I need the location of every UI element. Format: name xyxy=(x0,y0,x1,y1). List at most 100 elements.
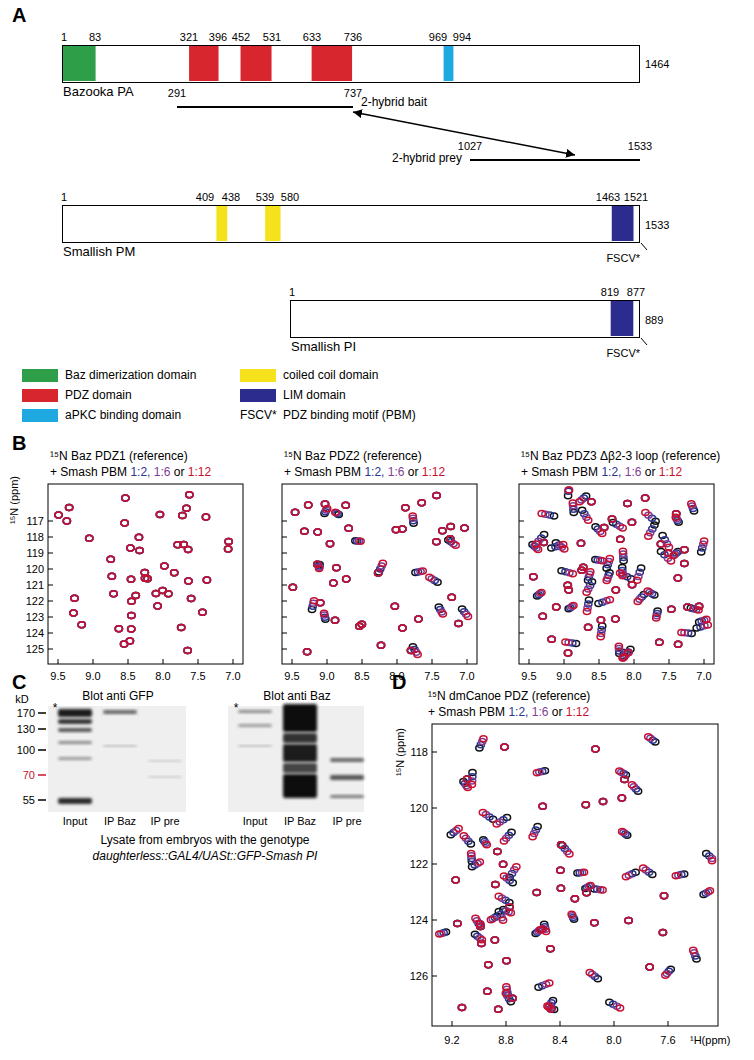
fragment-line xyxy=(470,155,640,165)
nmr-peak xyxy=(188,596,195,602)
nmr-peak xyxy=(86,535,93,541)
nmr-peak xyxy=(78,622,85,628)
figure-label: 118 xyxy=(26,531,44,544)
domain-block xyxy=(312,46,352,81)
nmr-spectrum xyxy=(282,484,477,664)
nmr-peak xyxy=(127,576,134,582)
titration-ratio: + Smash PBM xyxy=(428,705,505,719)
titration-ratio: 1:6 xyxy=(532,705,549,719)
figure-label: 122 xyxy=(26,595,44,608)
axis-tick xyxy=(58,659,59,664)
nmr-peak xyxy=(225,538,232,544)
fragment-label: 1027 xyxy=(458,140,482,153)
nmr-peak xyxy=(326,541,333,547)
nmr-peak xyxy=(628,519,635,525)
titration-ratio: 1:2, xyxy=(130,465,150,479)
nmr-peak xyxy=(500,838,507,844)
nmr-peak xyxy=(107,556,114,562)
nmr-peak xyxy=(203,577,210,583)
nmr-peak xyxy=(585,624,592,630)
nmr-peak xyxy=(483,842,490,848)
nmr-peak xyxy=(548,636,555,642)
nmr-peak xyxy=(448,594,455,600)
nmr-peak xyxy=(303,649,310,655)
axis-tick xyxy=(48,649,53,650)
nmr-peak xyxy=(560,541,567,547)
nmr-peak xyxy=(399,625,406,631)
nmr-peak xyxy=(156,511,163,517)
nmr-peak xyxy=(188,596,195,602)
blot-band xyxy=(148,760,182,762)
nmr-peak xyxy=(553,604,560,610)
nmr-peak xyxy=(391,603,398,609)
nmr-peak xyxy=(495,1006,502,1012)
nmr-peak xyxy=(509,995,516,1001)
nmr-peak xyxy=(439,611,446,617)
axis-tick xyxy=(564,659,565,664)
nmr-peak xyxy=(448,594,455,600)
nmr-peak xyxy=(599,798,606,804)
figure-label: 8.4 xyxy=(552,1034,567,1047)
nmr-peak xyxy=(132,593,139,599)
nmr-peak xyxy=(606,597,613,603)
nmr-peak xyxy=(128,598,135,604)
figure-label: 7.0 xyxy=(459,670,474,683)
titration-ratio: 1:6 xyxy=(388,465,405,479)
panel-letter: A xyxy=(12,4,26,27)
figure-label: 83 xyxy=(89,31,101,44)
nmr-peak xyxy=(174,542,181,548)
nmr-peak xyxy=(538,510,545,516)
nmr-peak xyxy=(402,505,409,511)
nmr-peak xyxy=(582,802,589,808)
nmr-peak xyxy=(558,842,565,848)
nmr-peak xyxy=(171,570,178,576)
figure-label: 9.5 xyxy=(50,670,65,683)
titration-ratio: 1:12 xyxy=(659,465,682,479)
nmr-peak xyxy=(587,569,594,575)
nmr-peak xyxy=(586,970,593,976)
fragment-label: 2-hybrid prey xyxy=(392,152,462,166)
nmr-peak xyxy=(161,563,168,569)
nmr-peak xyxy=(447,536,454,542)
figure-label: 9.0 xyxy=(85,670,100,683)
nmr-peak xyxy=(476,921,483,927)
nmr-peak xyxy=(618,795,625,801)
axis-tick xyxy=(93,659,94,664)
nmr-peak xyxy=(179,513,186,519)
nmr-peak xyxy=(127,545,134,551)
nmr-peak xyxy=(653,615,660,621)
nmr-peak xyxy=(568,911,575,917)
nmr-peak xyxy=(71,595,78,601)
nmr-peak xyxy=(399,625,406,631)
nmr-peak xyxy=(115,626,122,632)
nmr-peak xyxy=(326,541,333,547)
blot-band xyxy=(103,745,137,747)
nmr-peak xyxy=(333,565,340,571)
nmr-peak xyxy=(115,626,122,632)
nmr-peak xyxy=(616,768,623,774)
titration-ratio: 1:2, xyxy=(364,465,384,479)
nmr-peak xyxy=(159,588,166,594)
figure-label: 100 xyxy=(17,744,35,757)
nmr-peak xyxy=(291,509,298,515)
nmr-peak xyxy=(448,594,455,600)
nmr-peak xyxy=(154,603,161,609)
nmr-peak xyxy=(377,642,384,648)
nmr-peak xyxy=(503,958,510,964)
figure-label: 7.5 xyxy=(661,670,676,683)
figure-label: 117 xyxy=(26,515,44,528)
axis-tick xyxy=(282,585,287,586)
nmr-peak xyxy=(485,962,492,968)
nmr-peak xyxy=(343,576,350,582)
nmr-peak xyxy=(564,650,571,656)
nmr-peak xyxy=(591,920,598,926)
figure-label: 120 xyxy=(26,563,44,576)
axis-tick xyxy=(432,976,437,977)
nmr-peak xyxy=(587,882,594,888)
nmr-peak xyxy=(495,1006,502,1012)
figure-label: PDZ binding motif (PBM) xyxy=(283,409,416,423)
nmr-peak xyxy=(501,744,508,750)
nmr-peak xyxy=(547,946,554,952)
nmr-peak xyxy=(599,798,606,804)
nmr-peak xyxy=(645,734,652,740)
